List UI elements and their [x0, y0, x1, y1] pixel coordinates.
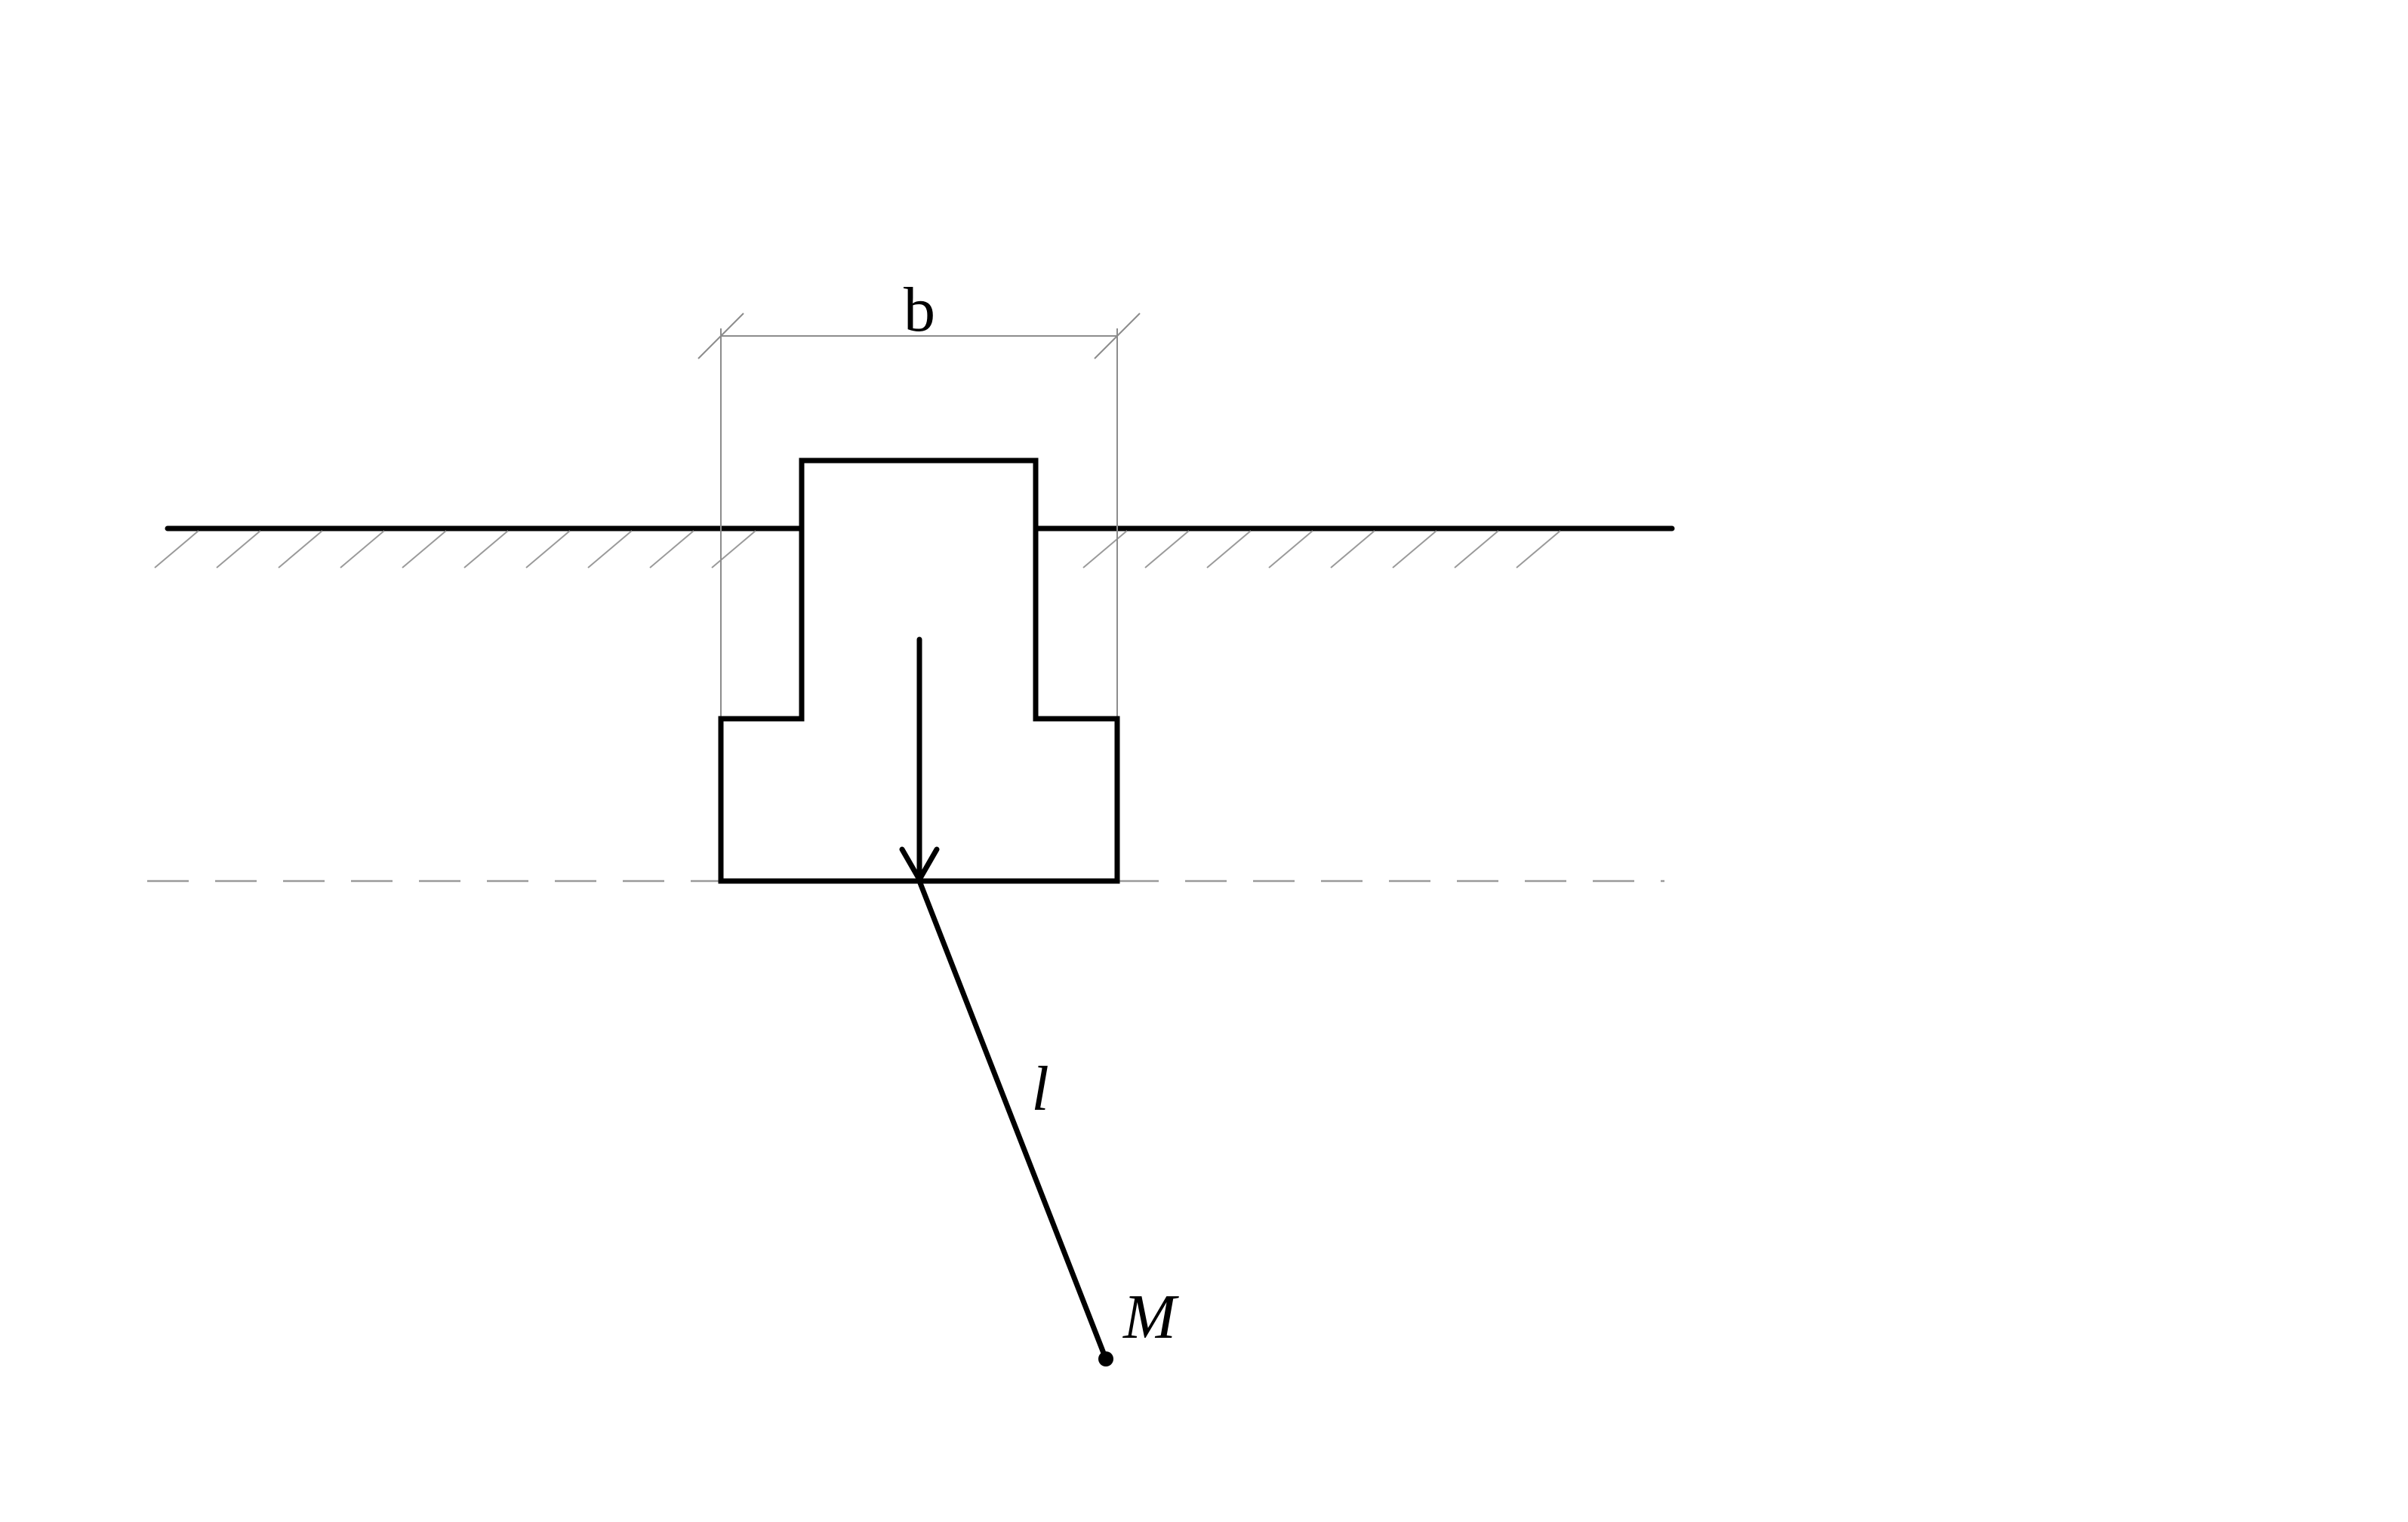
hatch-stroke: [1330, 530, 1375, 568]
hatch-stroke: [649, 530, 694, 568]
dimension-tick-left: [697, 313, 744, 359]
hatch-stroke: [1268, 530, 1313, 568]
distance-line: [916, 878, 1109, 1362]
hatch-stroke: [216, 530, 261, 568]
hatch-stroke: [587, 530, 633, 568]
width-label: b: [904, 275, 935, 345]
ground-hatching-right: [1082, 530, 1561, 568]
hatch-stroke: [1144, 530, 1190, 568]
hatch-stroke: [1454, 530, 1499, 568]
point-m-label: M: [1122, 1282, 1179, 1352]
hatch-stroke: [1206, 530, 1252, 568]
dimension-tick-right: [1094, 313, 1141, 359]
distance-label: l: [1031, 1054, 1048, 1124]
hatch-stroke: [1392, 530, 1437, 568]
hatch-stroke: [1516, 530, 1561, 568]
hatch-stroke: [402, 530, 447, 568]
hatch-stroke: [278, 530, 323, 568]
ground-hatching-left: [154, 530, 756, 568]
hatch-stroke: [463, 530, 509, 568]
hatch-stroke: [154, 530, 199, 568]
hatch-stroke: [1082, 530, 1128, 568]
hatch-stroke: [525, 530, 571, 568]
hatch-stroke: [340, 530, 385, 568]
hatch-stroke: [711, 530, 756, 568]
point-m-dot: [1098, 1351, 1113, 1366]
foundation-outline: [718, 458, 1120, 884]
